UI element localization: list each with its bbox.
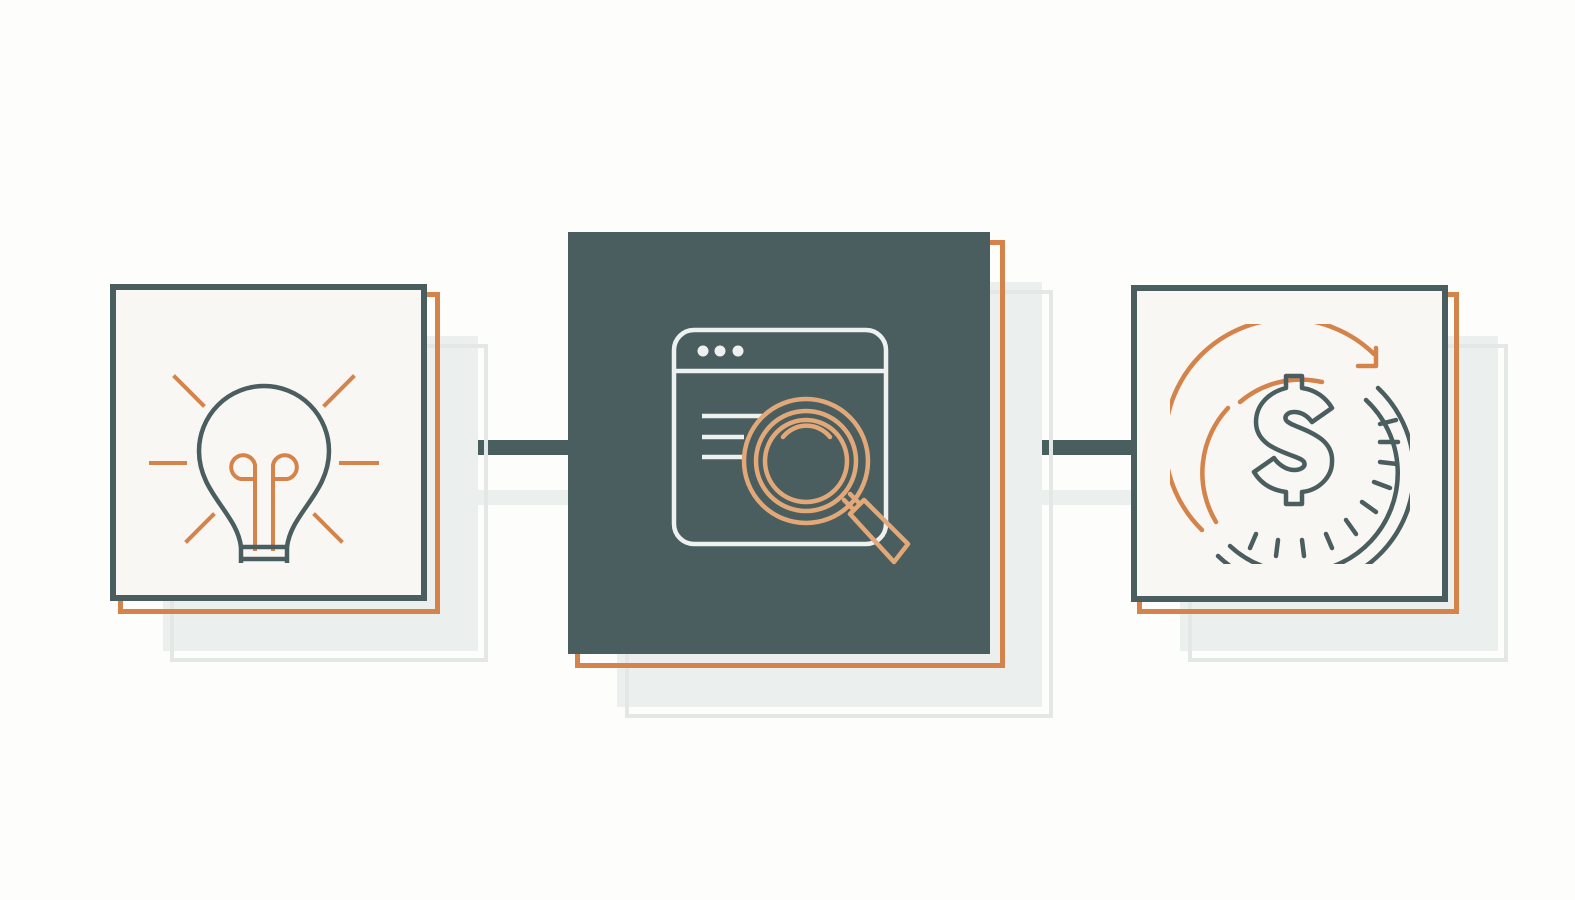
connector-shadow-1: [475, 490, 575, 505]
connector-shadow-2: [1035, 490, 1145, 505]
step-1-card: [110, 284, 427, 601]
dollar-cycle-icon: [1169, 323, 1410, 564]
lightbulb-icon: [148, 373, 379, 563]
browser-search-icon: [671, 327, 911, 565]
step-2-card: [568, 232, 990, 654]
step-3-card: [1131, 285, 1448, 602]
